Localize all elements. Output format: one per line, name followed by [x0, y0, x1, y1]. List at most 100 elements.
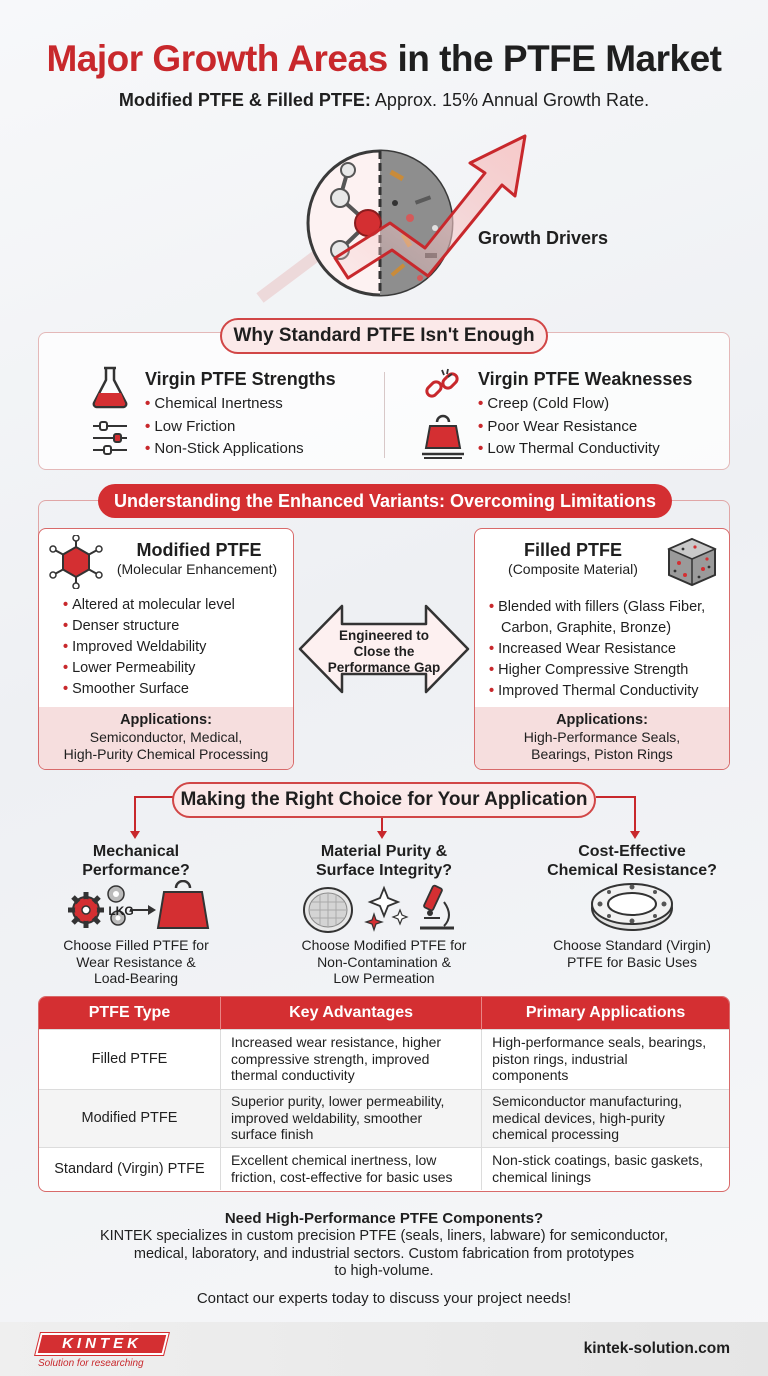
filled-ptfe-applications: Applications: High-Performance Seals, Be… [475, 707, 729, 769]
choice-question-cost: Cost-Effective Chemical Resistance? [530, 842, 734, 880]
cell-line: Excellent chemical inertness, low [230, 1152, 437, 1169]
list-item: Creep (Cold Flow) [478, 393, 660, 416]
gasket-icon [591, 883, 673, 931]
applications-label: Applications: [120, 712, 212, 728]
choice-question-purity: Material Purity & Surface Integrity? [284, 842, 484, 880]
microscope-icon [420, 884, 454, 930]
question-line: Mechanical [92, 843, 180, 860]
question-line: Material Purity & [320, 843, 448, 860]
cell-line: chemical processing [492, 1126, 619, 1143]
list-item: Poor Wear Resistance [478, 416, 660, 439]
cell-line: thermal conductivity [230, 1067, 355, 1084]
list-item: Chemical Inertness [145, 393, 304, 416]
cell-line: Superior purity, lower permeability, [230, 1093, 445, 1110]
weight-icon [422, 414, 464, 459]
table-cell-advantages: Superior purity, lower permeability, imp… [220, 1088, 483, 1147]
table-row: Modified PTFE Superior purity, lower per… [39, 1088, 729, 1147]
list-item: Increased Wear Resistance [489, 639, 705, 660]
modified-ptfe-applications: Applications: Semiconductor, Medical, Hi… [39, 707, 293, 769]
list-item: Higher Compressive Strength [489, 660, 705, 681]
weaknesses-title: Virgin PTFE Weaknesses [478, 369, 693, 389]
filled-ptfe-subtitle: (Composite Material) [508, 561, 638, 577]
cta-line: KINTEK specializes in custom precision P… [99, 1228, 669, 1244]
growth-arrow-icon [333, 134, 527, 280]
title-highlight: Major Growth Areas [46, 38, 388, 79]
subtitle-rest: Approx. 15% Annual Growth Rate. [374, 90, 650, 110]
list-item: Blended with fillers (Glass Fiber,Carbon… [489, 597, 705, 639]
applications-line: Semiconductor, Medical, [89, 729, 243, 745]
cell-line: medical devices, high-purity [492, 1109, 665, 1126]
table-cell-type: Filled PTFE [39, 1028, 221, 1089]
gear-icon [68, 892, 104, 928]
question-line: Surface Integrity? [315, 862, 453, 879]
table-cell-type: Modified PTFE [39, 1088, 221, 1147]
growth-hero-illustration [256, 134, 527, 303]
cta-line: medical, laboratory, and industrial sect… [133, 1245, 635, 1262]
modified-ptfe-title: Modified PTFE [136, 540, 262, 560]
page-title: Major Growth Areas in the PTFE Market [0, 38, 768, 80]
flask-icon [92, 366, 128, 409]
modified-ptfe-features: Altered at molecular level Denser struct… [63, 595, 235, 700]
list-item: Denser structure [63, 616, 235, 637]
applications-line: High-Performance Seals, [523, 729, 681, 745]
table-header: Key Advantages [220, 997, 483, 1029]
answer-line: Wear Resistance & [76, 953, 196, 970]
list-item: Lower Permeability [63, 658, 235, 679]
strengths-list: Chemical Inertness Low Friction Non-Stic… [145, 393, 304, 461]
molecule-icon [330, 162, 382, 260]
table-cell-applications: High-performance seals, bearings, piston… [481, 1028, 729, 1089]
modified-ptfe-card: Modified PTFE (Molecular Enhancement) Al… [38, 528, 294, 770]
table-cell-advantages: Excellent chemical inertness, low fricti… [220, 1146, 483, 1190]
performance-gap-line: Close the [353, 644, 415, 659]
choice-answer-purity: Choose Modified PTFE for Non-Contaminati… [284, 937, 484, 987]
page-subtitle: Modified PTFE & Filled PTFE: Approx. 15%… [0, 90, 768, 111]
applications-label: Applications: [556, 712, 648, 728]
sliders-icon [93, 421, 127, 455]
ptfe-comparison-table: PTFE Type Key Advantages Primary Applica… [38, 996, 730, 1192]
cell-line: improved weldability, smoother [230, 1109, 423, 1126]
filled-ptfe-card: Filled PTFE (Composite Material) Blended… [474, 528, 730, 770]
molecular-structure-icon [49, 535, 103, 589]
cell-line: piston rings, industrial [492, 1050, 628, 1067]
logo-tagline: Solution for researching [38, 1358, 144, 1369]
list-item: Non-Stick Applications [145, 438, 303, 461]
question-line: Chemical Resistance? [547, 862, 717, 879]
answer-line: Low Permeation [333, 970, 435, 986]
double-arrow-icon [298, 604, 470, 694]
answer-line: PTFE for Basic Uses [567, 953, 697, 970]
answer-line: Load-Bearing [93, 970, 179, 986]
table-cell-applications: Semiconductor manufacturing, medical dev… [481, 1088, 729, 1147]
list-item-line: Blended with fillers (Glass Fiber, [498, 599, 706, 615]
cell-line: friction, cost-effective for basic uses [230, 1168, 453, 1185]
list-item: Altered at molecular level [63, 595, 235, 616]
choice-answer-cost: Choose Standard (Virgin) PTFE for Basic … [530, 937, 734, 970]
list-item: Improved Weldability [63, 637, 235, 658]
table-cell-applications: Non-stick coatings, basic gaskets, chemi… [481, 1146, 729, 1190]
section-divider [384, 372, 385, 458]
answer-line: Choose Modified PTFE for [301, 937, 467, 953]
weaknesses-list: Creep (Cold Flow) Poor Wear Resistance L… [478, 393, 660, 461]
modified-ptfe-subtitle: (Molecular Enhancement) [116, 561, 278, 577]
table-row: Standard (Virgin) PTFE Excellent chemica… [39, 1146, 729, 1190]
applications-line: High-Purity Chemical Processing [63, 746, 269, 762]
answer-line: Non-Contamination & [317, 953, 451, 970]
strengths-title: Virgin PTFE Strengths [145, 369, 336, 389]
performance-gap-line: Performance Gap [327, 660, 441, 675]
composite-cube-icon [667, 537, 717, 587]
question-line: Performance? [82, 862, 190, 879]
cell-line: Non-stick coatings, basic gaskets, [492, 1152, 704, 1169]
choice-heading: Making the Right Choice for Your Applica… [172, 782, 596, 818]
growth-drivers-label: Growth Drivers [478, 228, 609, 248]
website-link[interactable]: kintek-solution.com [583, 1340, 730, 1357]
kintek-logo-text[interactable]: KINTEK [62, 1335, 142, 1352]
enhanced-variants-heading: Understanding the Enhanced Variants: Ove… [98, 484, 672, 518]
list-item: Low Thermal Conductivity [478, 438, 659, 461]
list-item: Low Friction [145, 416, 304, 439]
cell-line: High-performance seals, bearings, [492, 1034, 707, 1051]
table-header: Primary Applications [481, 997, 729, 1029]
list-item: Smoother Surface [63, 679, 235, 700]
filled-ptfe-features: Blended with fillers (Glass Fiber,Carbon… [489, 597, 705, 702]
wafer-sparkle-microscope-icon [303, 884, 454, 933]
cell-line: Semiconductor manufacturing, [492, 1093, 683, 1110]
filled-ptfe-title: Filled PTFE [523, 540, 622, 560]
